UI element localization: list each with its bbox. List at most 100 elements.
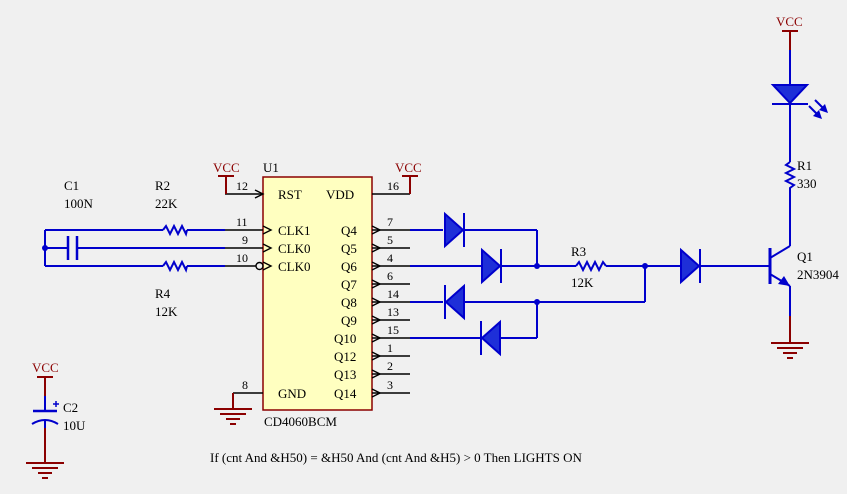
r2-value: 22K: [155, 196, 178, 211]
pin-number: 13: [387, 305, 399, 319]
pin-name: Q4: [341, 223, 357, 238]
resistor-zigzag: [575, 259, 607, 273]
ic-pin-clk0-b[interactable]: 10 CLK0: [225, 251, 311, 274]
ground-symbol-c2[interactable]: [26, 428, 64, 479]
ic-pin-q14[interactable]: 3 Q14: [334, 378, 410, 401]
resistor-r4[interactable]: R4 12K: [155, 259, 188, 319]
diode-triangle: [444, 211, 465, 249]
ic-pin-vdd[interactable]: 16 VDD: [326, 179, 410, 202]
ic-pin-q13[interactable]: 2 Q13: [334, 359, 410, 382]
c1-ref: C1: [64, 178, 79, 193]
diode-q4[interactable]: [444, 211, 465, 249]
capacitor-c2[interactable]: C2 10U: [31, 396, 86, 433]
r2-ref: R2: [155, 178, 170, 193]
logic-note: If (cnt And &H50) = &H50 And (cnt And &H…: [210, 450, 582, 465]
pin-number: 2: [387, 359, 393, 373]
pin-number: 12: [236, 179, 248, 193]
pin-name: Q6: [341, 259, 357, 274]
ic-pin-q6[interactable]: 4 Q6: [341, 251, 410, 274]
ic-pin-q9[interactable]: 13 Q9: [341, 305, 410, 328]
transistor-collector: [769, 245, 791, 259]
pin-name: Q10: [334, 331, 356, 346]
vcc-symbol-c2[interactable]: VCC: [32, 360, 59, 396]
pin-arrow: [371, 315, 382, 325]
led-light-arrow: [819, 104, 828, 113]
pin-clock-marker: [262, 243, 273, 253]
resistor-r3[interactable]: R3 12K: [571, 244, 607, 290]
junction-dot: [534, 263, 540, 269]
transistor-q1[interactable]: Q1 2N3904: [768, 190, 839, 316]
ic-pin-gnd[interactable]: 8 GND: [233, 378, 306, 401]
resistor-r1[interactable]: R1 330: [783, 104, 817, 191]
pin-number: 11: [236, 215, 248, 229]
ic-pin-clk1[interactable]: 11 CLK1: [225, 215, 311, 238]
resistor-zigzag: [783, 161, 797, 190]
diode-base[interactable]: [680, 247, 701, 285]
c2-ref: C2: [63, 400, 78, 415]
pin-number: 1: [387, 341, 393, 355]
ic-pin-q4[interactable]: 7 Q4: [341, 215, 410, 238]
pin-number: 16: [387, 179, 399, 193]
pin-arrow: [371, 225, 382, 235]
ic-pin-q12[interactable]: 1 Q12: [334, 341, 410, 364]
pin-number: 6: [387, 269, 393, 283]
pin-number: 14: [387, 287, 399, 301]
pin-name: CLK0: [278, 241, 311, 256]
junction-dot: [534, 299, 540, 305]
c2-value: 10U: [63, 418, 86, 433]
pin-number: 3: [387, 378, 393, 392]
led[interactable]: [770, 50, 828, 119]
r3-value: 12K: [571, 275, 594, 290]
pin-inversion-bubble: [255, 261, 264, 271]
resistor-zigzag: [162, 223, 188, 237]
ic-u1[interactable]: U1 CD4060BCM 12 RST 11 CLK1 9 CLK0 10 CL…: [225, 160, 410, 429]
r4-value: 12K: [155, 304, 178, 319]
q1-ref: Q1: [797, 249, 813, 264]
pin-name: CLK1: [278, 223, 311, 238]
ground-symbol-q1[interactable]: [771, 316, 809, 359]
ic-ref: U1: [263, 160, 279, 175]
diode-triangle: [680, 247, 701, 285]
r1-ref: R1: [797, 158, 812, 173]
pin-arrow: [371, 351, 382, 361]
pin-number: 8: [242, 378, 248, 392]
pin-name: Q5: [341, 241, 357, 256]
vcc-symbol-rst[interactable]: VCC: [213, 160, 240, 194]
pin-clock-marker: [262, 225, 273, 235]
pin-name: Q14: [334, 386, 357, 401]
pin-number: 15: [387, 323, 399, 337]
ground-symbol-ic[interactable]: [214, 393, 252, 425]
diode-q6[interactable]: [481, 247, 502, 285]
ic-pin-clk0-a[interactable]: 9 CLK0: [225, 233, 311, 256]
pin-name: Q9: [341, 313, 357, 328]
diode-q10[interactable]: [480, 319, 501, 357]
r3-ref: R3: [571, 244, 586, 259]
pin-name: VDD: [326, 187, 354, 202]
pin-arrow: [371, 279, 382, 289]
ic-pin-q5[interactable]: 5 Q5: [341, 233, 410, 256]
pin-arrow: [254, 189, 265, 199]
vcc-symbol-vdd[interactable]: VCC: [395, 160, 422, 194]
vcc-label: VCC: [395, 160, 422, 175]
pin-arrow: [371, 243, 382, 253]
pin-arrow: [371, 369, 382, 379]
ic-part: CD4060BCM: [264, 414, 337, 429]
ic-pin-q8[interactable]: 14 Q8: [341, 287, 410, 310]
pin-clock-marker: [262, 261, 273, 271]
vcc-label: VCC: [776, 14, 803, 29]
ic-pin-q10[interactable]: 15 Q10: [334, 323, 410, 346]
pin-number: 4: [387, 251, 393, 265]
resistor-r2[interactable]: R2 22K: [155, 178, 188, 237]
pin-arrow: [371, 388, 382, 398]
pin-arrow: [371, 333, 382, 343]
capacitor-c1[interactable]: C1 100N: [64, 178, 94, 260]
pin-arrow: [371, 297, 382, 307]
vcc-symbol-led[interactable]: VCC: [776, 14, 803, 50]
ic-pin-q7[interactable]: 6 Q7: [341, 269, 410, 292]
diode-q8[interactable]: [444, 283, 465, 321]
diode-triangle: [481, 247, 502, 285]
ic-body: [262, 176, 373, 411]
ic-pin-rst[interactable]: 12 RST: [225, 179, 302, 202]
pin-number: 10: [236, 251, 248, 265]
